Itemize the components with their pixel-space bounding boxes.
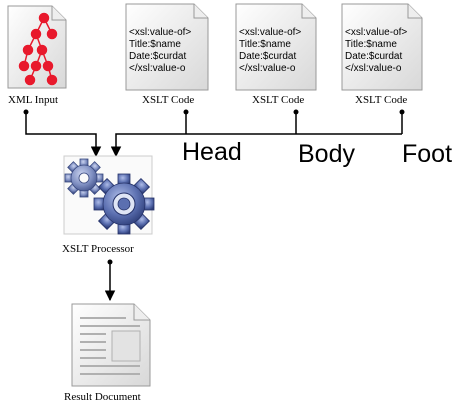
section-label-body: Body bbox=[298, 140, 355, 168]
xslt-code-body-line-3: Date:$curdat bbox=[239, 51, 296, 62]
large-gear-icon bbox=[93, 173, 155, 235]
xslt-code-head-label: XSLT Code bbox=[142, 94, 194, 106]
connector-xslt-bus bbox=[116, 112, 403, 156]
xslt-code-head-node: <xsl:value-of> Title:$name Date:$curdat … bbox=[125, 3, 209, 106]
xslt-code-body-line-4: </xsl:value-o bbox=[239, 63, 296, 74]
result-document-label: Result Document bbox=[64, 391, 141, 403]
result-document-lines bbox=[80, 317, 140, 375]
xslt-code-foot-node: <xsl:value-of> Title:$name Date:$curdat … bbox=[341, 3, 423, 106]
xslt-code-head-line-3: Date:$curdat bbox=[129, 51, 186, 62]
xslt-code-body-line-2: Title:$name bbox=[239, 39, 291, 50]
processor-output-port bbox=[107, 259, 113, 265]
xslt-code-body-label: XSLT Code bbox=[252, 94, 304, 106]
xml-input-label: XML Input bbox=[8, 94, 58, 106]
xslt-code-head-line-2: Title:$name bbox=[129, 39, 181, 50]
xslt-code-head-line-4: </xsl:value-o bbox=[129, 63, 186, 74]
xslt-code-body-document-icon bbox=[235, 3, 317, 91]
xml-input-port bbox=[23, 109, 29, 115]
small-gear-icon bbox=[64, 158, 104, 198]
xslt-code-head-line-1: <xsl:value-of> bbox=[129, 27, 191, 38]
tree-icon bbox=[18, 12, 58, 86]
xslt-body-port bbox=[293, 109, 299, 115]
xml-input-node: XML Input bbox=[7, 5, 67, 106]
xslt-code-body-line-1: <xsl:value-of> bbox=[239, 27, 301, 38]
xslt-code-foot-label: XSLT Code bbox=[355, 94, 407, 106]
connector-xml-to-processor bbox=[25, 112, 102, 158]
xslt-code-head-document-icon bbox=[125, 3, 209, 91]
xslt-processor-label: XSLT Processor bbox=[62, 243, 134, 255]
section-label-foot: Foot bbox=[402, 140, 452, 168]
xslt-code-body-node: <xsl:value-of> Title:$name Date:$curdat … bbox=[235, 3, 317, 106]
result-document-node: Result Document bbox=[64, 303, 151, 403]
section-label-head: Head bbox=[182, 138, 242, 166]
xslt-processor-node: XSLT Processor bbox=[62, 155, 155, 255]
xslt-head-port bbox=[183, 109, 189, 115]
result-document-image-block bbox=[111, 330, 141, 362]
xslt-code-foot-document-icon bbox=[341, 3, 423, 91]
xslt-foot-port bbox=[399, 109, 405, 115]
connectors bbox=[25, 112, 403, 302]
xslt-code-foot-line-4: </xsl:value-o bbox=[345, 63, 402, 74]
xslt-code-foot-line-3: Date:$curdat bbox=[345, 51, 402, 62]
xslt-code-foot-line-1: <xsl:value-of> bbox=[345, 27, 407, 38]
xslt-code-foot-line-2: Title:$name bbox=[345, 39, 397, 50]
